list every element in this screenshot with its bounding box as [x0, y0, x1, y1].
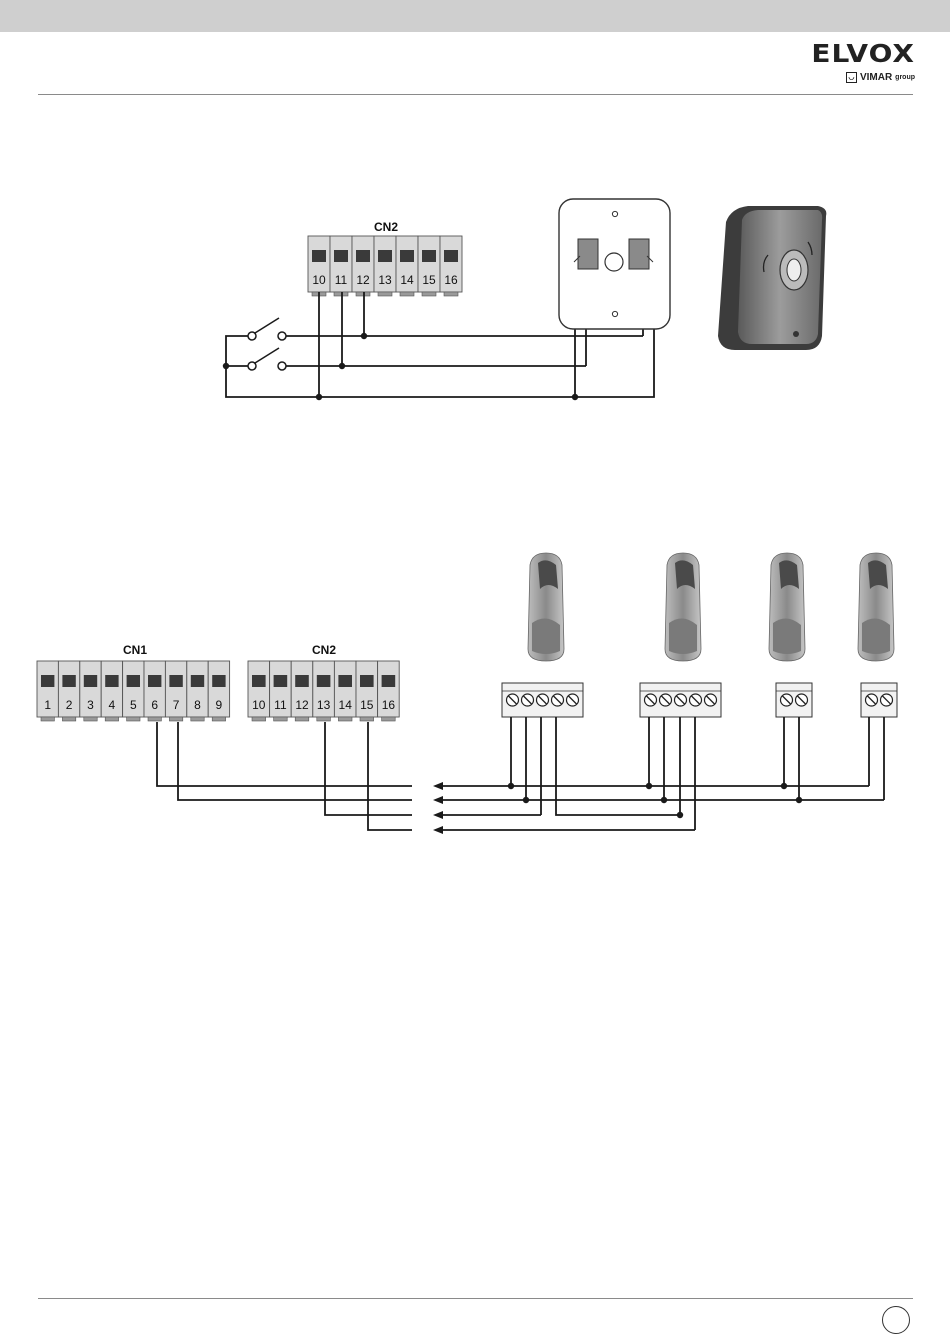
d1-cn2-terminal: 12 [352, 236, 374, 296]
d1-cn2-terminal-number: 12 [356, 273, 370, 287]
d2-cn1-terminal: 4 [101, 661, 122, 721]
d1-cn2-terminal: 11 [330, 236, 352, 296]
d2-cn1-terminal-number: 7 [173, 698, 180, 712]
screw-icon [552, 694, 564, 706]
d2-cn1-terminal: 6 [144, 661, 165, 721]
d2-cn2-terminal: 11 [270, 661, 292, 721]
d1-cn2-terminal-number: 10 [312, 273, 326, 287]
footer-divider [38, 1298, 913, 1299]
d2-cn1-terminal-number: 6 [151, 698, 158, 712]
d1-switch-lower [248, 348, 286, 370]
d2-cn2-terminal-number: 14 [339, 698, 353, 712]
d1-cn2-terminal-number: 16 [444, 273, 458, 287]
d1-terminal-block: 10 11 12 13 14 15 16 [308, 236, 462, 296]
d2-cn1-terminal-number: 2 [66, 698, 73, 712]
photocell-3 [769, 553, 805, 661]
screw-icon [881, 694, 893, 706]
screw-icon [567, 694, 579, 706]
d1-switch-upper [248, 318, 286, 340]
photocell-3-terminal-block [776, 683, 812, 717]
screw-icon [781, 694, 793, 706]
key-switch-device [718, 206, 826, 350]
photocell-2-terminal-block [640, 683, 721, 717]
screw-icon [507, 694, 519, 706]
d1-cn2-terminal: 15 [418, 236, 440, 296]
screw-icon [537, 694, 549, 706]
d1-cn2-terminal: 16 [440, 236, 462, 296]
d1-cn2-terminal-number: 13 [378, 273, 392, 287]
screw-icon [690, 694, 702, 706]
d2-cn1-terminal-number: 3 [87, 698, 94, 712]
screw-icon [796, 694, 808, 706]
page-number-circle [882, 1306, 910, 1334]
d2-cn2-terminal: 10 [248, 661, 270, 721]
d2-arrowheads [433, 782, 443, 834]
d1-cn2-terminal: 10 [308, 236, 330, 296]
d2-cn2-terminal-block: 10 11 12 13 14 15 16 [248, 661, 399, 721]
screw-icon [645, 694, 657, 706]
key-switch-plate [559, 199, 670, 329]
d2-cn2-terminal: 13 [313, 661, 335, 721]
d2-cn1-label: CN1 [123, 643, 147, 657]
d2-cn2-terminal-number: 13 [317, 698, 331, 712]
d1-cn2-terminal-number: 14 [400, 273, 414, 287]
d2-cn1-terminal: 7 [165, 661, 186, 721]
photocell-4-terminal-block [861, 683, 897, 717]
d2-cn2-terminal-number: 15 [360, 698, 374, 712]
d2-cn1-terminal: 2 [58, 661, 79, 721]
photocell-terminal-blocks [502, 683, 897, 717]
d2-wires [157, 717, 884, 830]
d2-cn2-terminal-number: 11 [274, 698, 287, 712]
d1-cn2-terminal: 14 [396, 236, 418, 296]
d1-cn2-label: CN2 [374, 220, 398, 234]
diagram1: CN2 10 11 12 13 14 15 16 [223, 199, 827, 400]
d2-cn1-terminal-number: 8 [194, 698, 201, 712]
d2-cn2-terminal: 16 [378, 661, 400, 721]
photocell-1 [528, 553, 564, 661]
d2-cn2-terminal: 15 [356, 661, 378, 721]
d2-cn2-terminal-number: 10 [252, 698, 266, 712]
d2-cn1-terminal: 8 [187, 661, 208, 721]
d2-cn1-terminal-number: 9 [216, 698, 223, 712]
d2-cn1-terminal-number: 5 [130, 698, 137, 712]
d2-cn1-terminal: 5 [123, 661, 144, 721]
d2-cn2-terminal: 12 [291, 661, 313, 721]
photocell-1-terminal-block [502, 683, 583, 717]
photocell-4 [858, 553, 894, 661]
screw-icon [866, 694, 878, 706]
screw-icon [660, 694, 672, 706]
screw-icon [675, 694, 687, 706]
d2-cn2-terminal: 14 [334, 661, 356, 721]
screw-icon [522, 694, 534, 706]
photocell-2 [665, 553, 701, 661]
d2-cn1-terminal: 3 [80, 661, 101, 721]
d2-cn1-terminal: 9 [208, 661, 229, 721]
d1-cn2-terminal-number: 15 [422, 273, 436, 287]
d2-cn1-terminal-number: 1 [44, 698, 51, 712]
d2-cn2-terminal-number: 12 [295, 698, 309, 712]
screw-icon [705, 694, 717, 706]
d2-cn1-terminal-number: 4 [109, 698, 116, 712]
d2-cn2-label: CN2 [312, 643, 336, 657]
d2-cn1-terminal: 1 [37, 661, 58, 721]
d2-cn2-terminal-number: 16 [382, 698, 396, 712]
d1-cn2-terminal-number: 11 [335, 273, 348, 287]
d1-cn2-terminal: 13 [374, 236, 396, 296]
